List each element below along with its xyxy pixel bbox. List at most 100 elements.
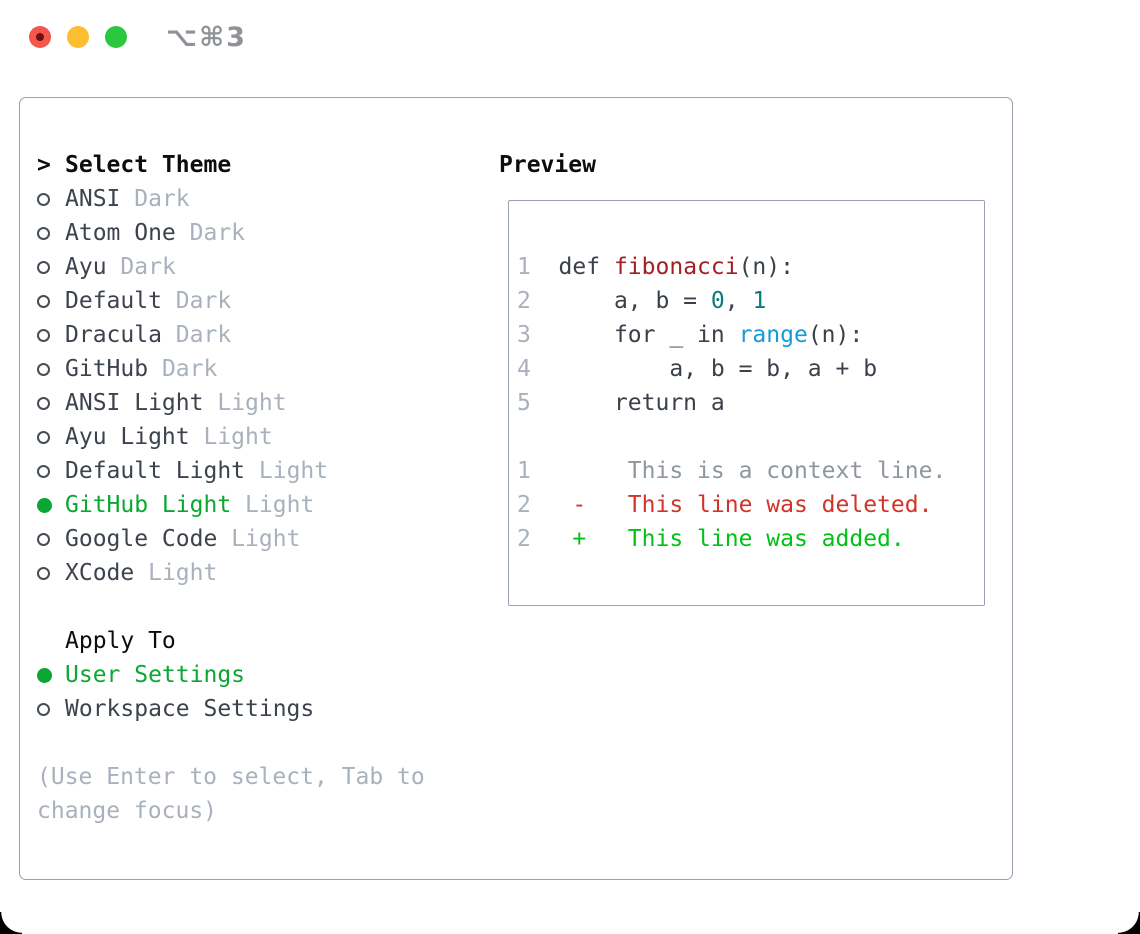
theme-option-ansi[interactable]: ANSI Dark: [37, 182, 499, 216]
radio-icon: [37, 294, 65, 308]
code-segment-deleted: - This line was deleted.: [572, 492, 933, 518]
zoom-button[interactable]: [105, 26, 127, 48]
theme-option-github[interactable]: GitHub Dark: [37, 352, 499, 386]
apply-option-user-settings[interactable]: User Settings: [37, 658, 499, 692]
radio-icon: [37, 260, 65, 274]
theme-option-label: Default Light Light: [65, 458, 329, 484]
code-segment-num: 1: [517, 458, 531, 484]
code-segment-plain: [531, 526, 573, 552]
radio-icon: [37, 362, 65, 376]
theme-option-label: Atom One Dark: [65, 220, 246, 246]
code-segment-num: 2: [517, 492, 531, 518]
code-segment-plain: for _ in: [530, 322, 739, 348]
minimize-button[interactable]: [67, 26, 89, 48]
code-segment-plain: a, b = b, a + b: [530, 356, 878, 382]
window-title: ⌥⌘3: [166, 22, 247, 53]
code-segment-builtin: range: [738, 322, 808, 348]
radio-selected-icon: [37, 497, 65, 513]
select-theme-header: > Select Theme: [37, 148, 499, 182]
code-line: [517, 420, 984, 454]
prompt-cursor-icon: >: [37, 152, 51, 178]
code-line: 1 def fibonacci(n):: [517, 250, 984, 284]
code-segment-num: 3: [517, 322, 531, 348]
code-line: 5 return a: [517, 386, 984, 420]
theme-option-label: Ayu Light Light: [65, 424, 273, 450]
code-segment-number: 1: [752, 288, 767, 314]
close-button[interactable]: [29, 26, 51, 48]
apply-to-title: Apply To: [65, 628, 176, 654]
code-segment-number: 0: [710, 288, 725, 314]
radio-icon: [37, 328, 65, 342]
radio-icon: [37, 702, 65, 716]
screenshot-corner-bottom-left: [0, 912, 22, 934]
theme-option-label: Default Dark: [65, 288, 232, 314]
code-segment-plain: [531, 458, 628, 484]
theme-option-label: GitHub Light Light: [65, 492, 315, 518]
code-line: 4 a, b = b, a + b: [517, 352, 984, 386]
preview-title: Preview: [499, 152, 596, 178]
theme-option-atom-one[interactable]: Atom One Dark: [37, 216, 499, 250]
theme-option-label: ANSI Light Light: [65, 390, 287, 416]
code-segment-plain: (n):: [807, 322, 864, 348]
theme-option-xcode[interactable]: XCode Light: [37, 556, 499, 590]
radio-icon: [37, 396, 65, 410]
screenshot-corner-bottom-right: [1118, 912, 1140, 934]
code-line: 2 + This line was added.: [517, 522, 984, 556]
apply-option-label: User Settings: [65, 662, 246, 688]
code-segment-plain: a, b =: [530, 288, 711, 314]
code-line: 3 for _ in range(n):: [517, 318, 984, 352]
radio-icon: [37, 532, 65, 546]
window-titlebar: ⌥⌘3: [0, 0, 1140, 74]
code-segment-plain: ,: [724, 288, 753, 314]
theme-option-label: Ayu Dark: [65, 254, 176, 280]
apply-to-header: Apply To: [37, 624, 499, 658]
apply-option-workspace-settings[interactable]: Workspace Settings: [37, 692, 499, 726]
theme-option-ayu[interactable]: Ayu Dark: [37, 250, 499, 284]
code-line: 1 This is a context line.: [517, 454, 984, 488]
code-segment-num: 2: [517, 526, 531, 552]
code-line: 2 - This line was deleted.: [517, 488, 984, 522]
select-theme-title: Select Theme: [65, 152, 232, 178]
theme-option-label: GitHub Dark: [65, 356, 218, 382]
theme-option-label: Dracula Dark: [65, 322, 232, 348]
code-segment-num: 5: [517, 390, 531, 416]
theme-option-label: XCode Light: [65, 560, 218, 586]
theme-option-default-light[interactable]: Default Light Light: [37, 454, 499, 488]
radio-icon: [37, 226, 65, 240]
theme-option-label: ANSI Dark: [65, 186, 190, 212]
close-dot-icon: [36, 33, 44, 41]
radio-icon: [37, 430, 65, 444]
preview-panel: Preview 1 def fibonacci(n):2 a, b = 0, 1…: [499, 148, 1012, 879]
traffic-lights: [29, 26, 127, 48]
code-line: 2 a, b = 0, 1: [517, 284, 984, 318]
radio-icon: [37, 464, 65, 478]
code-segment-plain: [531, 492, 573, 518]
code-segment-num: 1: [517, 254, 531, 280]
theme-option-dracula[interactable]: Dracula Dark: [37, 318, 499, 352]
code-segment-plain: def: [530, 254, 614, 280]
hint-text: (Use Enter to select, Tab to change focu…: [37, 764, 425, 824]
code-segment-num: 4: [517, 356, 531, 382]
radio-icon: [37, 192, 65, 206]
code-segment-plain: (n):: [738, 254, 794, 280]
code-segment-added: + This line was added.: [572, 526, 905, 552]
theme-option-ansi-light[interactable]: ANSI Light Light: [37, 386, 499, 420]
theme-option-ayu-light[interactable]: Ayu Light Light: [37, 420, 499, 454]
theme-option-label: Google Code Light: [65, 526, 301, 552]
code-segment-context: This is a context line.: [627, 458, 947, 484]
code-segment-num: 2: [517, 288, 531, 314]
theme-option-google-code[interactable]: Google Code Light: [37, 522, 499, 556]
theme-option-github-light[interactable]: GitHub Light Light: [37, 488, 499, 522]
theme-option-default[interactable]: Default Dark: [37, 284, 499, 318]
radio-selected-icon: [37, 667, 65, 683]
code-segment-func: fibonacci: [613, 254, 739, 280]
apply-option-label: Workspace Settings: [65, 696, 315, 722]
code-segment-plain: return a: [530, 390, 725, 416]
radio-icon: [37, 566, 65, 580]
